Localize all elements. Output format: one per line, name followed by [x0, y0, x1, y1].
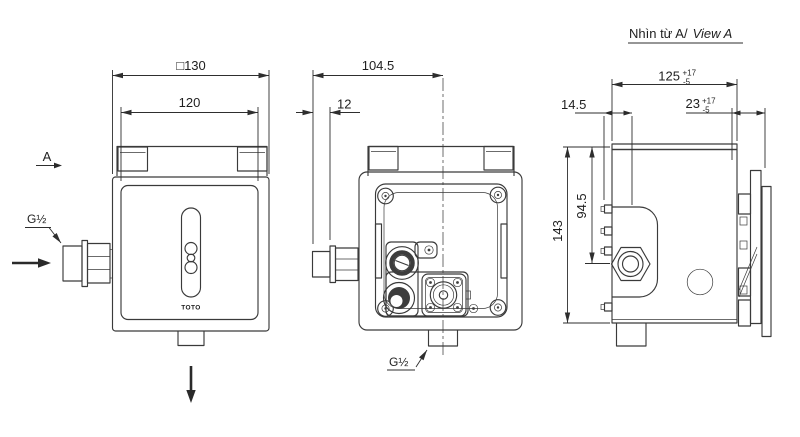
leader-arrow-icon [48, 227, 62, 244]
corner-screw [489, 299, 507, 316]
dim-side-tab-offset: 14.5 [561, 97, 633, 205]
dim-23-tol-upper: +17 [702, 97, 716, 106]
view-direction-label: A [43, 149, 52, 164]
dim-front-outer-width: □130 [112, 58, 270, 174]
dim-23-text: 23 [686, 96, 700, 111]
dim-125-text: 125 [658, 69, 680, 84]
side-inner-panel [612, 206, 659, 298]
leader-arrow-icon [415, 349, 428, 368]
dim-143-text: 143 [550, 220, 565, 242]
dim-12-text: 12 [337, 97, 351, 112]
face-plate-outer [761, 185, 772, 338]
svg-text:Nhìn từ A/View A: Nhìn từ A/View A [629, 26, 732, 41]
view-direction-arrow-icon [54, 162, 62, 169]
face-plate-inner [749, 169, 762, 325]
back-mounting-clips [368, 145, 514, 171]
dim-back-inlet-offset: 12 [296, 97, 360, 240]
dim-23-tol-lower: -5 [703, 106, 711, 115]
sensor-lens-middle [186, 253, 196, 263]
small-screw [424, 245, 434, 255]
back-housing [358, 171, 523, 331]
dim-14-5-text: 14.5 [561, 97, 586, 112]
dim-outer-width-text: □130 [176, 58, 206, 73]
corner-screw [489, 186, 507, 204]
back-outlet-thread-label: G½ [387, 349, 428, 371]
solenoid-bottom [382, 281, 416, 315]
side-outlet-stub [615, 323, 647, 347]
side-view: Nhìn từ A/View A [550, 26, 772, 347]
view-direction-marker: A [36, 149, 62, 169]
title-vietnamese: Nhìn từ A/ [629, 26, 688, 41]
dim-94-5-text: 94.5 [574, 193, 589, 218]
dim-back-inlet-to-center: 104.5 [312, 58, 443, 244]
dim-side-width: 125 +17 -5 [611, 69, 738, 141]
dim-inner-width-text: 120 [179, 95, 201, 110]
flow-in-arrow-icon [12, 258, 51, 268]
dim-125-tol-upper: +17 [683, 69, 697, 78]
small-screw [468, 303, 479, 314]
sensor-window [180, 207, 202, 298]
solenoid-top [385, 246, 419, 280]
back-inner-frame-inner [383, 192, 498, 309]
front-inlet-thread-label: G½ [25, 212, 62, 244]
sensor-lens-bottom [184, 260, 198, 275]
front-outlet-stub [177, 331, 205, 347]
side-top-flange [611, 143, 738, 151]
valve-flange [421, 273, 467, 317]
valve-mechanism [382, 241, 479, 317]
svg-text:G½: G½ [389, 355, 408, 369]
dim-side-height: 143 [550, 146, 610, 324]
front-view: TOTO A G½ [12, 58, 270, 403]
back-outlet-stub [427, 330, 459, 347]
front-mounting-clips [117, 146, 268, 172]
valve-port [429, 281, 458, 309]
title-english: View A [693, 26, 733, 41]
front-inlet-fitting [62, 239, 113, 288]
svg-text:G½: G½ [27, 212, 46, 226]
side-inlet-hex-fitting [610, 246, 651, 282]
side-clip-left [374, 223, 383, 279]
dim-front-inner-width: 120 [120, 95, 259, 181]
side-face-plate-assembly [737, 169, 772, 338]
side-clip-right [500, 223, 508, 279]
dim-side-inlet-center: 94.5 [574, 147, 610, 264]
back-inlet-fitting [311, 245, 359, 284]
adjust-screw-slot [395, 259, 409, 267]
view-a-title: Nhìn từ A/View A [628, 26, 743, 44]
front-inner-panel [120, 184, 259, 321]
flow-out-arrow-icon [186, 366, 196, 403]
flange-screws [425, 277, 463, 313]
dim-side-plate-depth: 23 +17 -5 [686, 96, 766, 168]
dim-104-5-text: 104.5 [362, 58, 395, 73]
sensor-lens-top [184, 241, 198, 256]
side-body [611, 148, 738, 324]
back-view: G½ 104.5 12 [296, 58, 523, 371]
side-access-hole [686, 268, 714, 296]
corner-screw [377, 187, 394, 205]
side-mounting-bolts [600, 204, 613, 312]
dim-125-tol-lower: -5 [683, 78, 691, 87]
brand-logo: TOTO [181, 305, 200, 312]
back-box-band [367, 145, 515, 176]
